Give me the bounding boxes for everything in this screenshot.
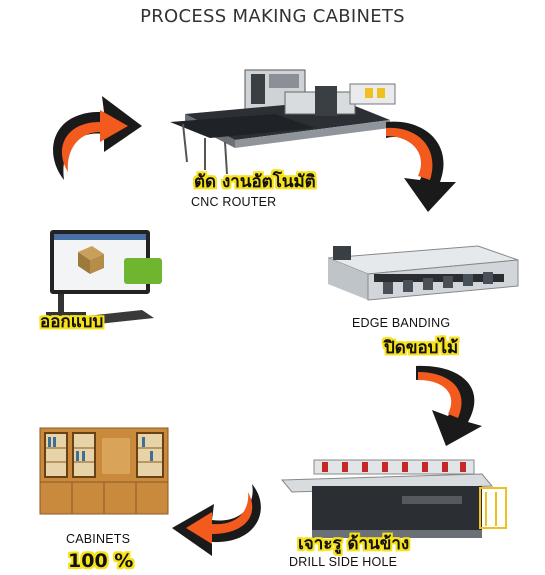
design-computer-image	[46, 230, 162, 326]
cnc-router-image	[170, 69, 396, 175]
cnc-thai-label: ตัด งานอัตโนมัติ	[194, 172, 316, 192]
drill-machine-image	[280, 459, 507, 538]
drill-side-hole-label: DRILL SIDE HOLE	[289, 555, 398, 569]
cnc-router-label: CNC ROUTER	[191, 195, 277, 209]
cabinets-percent-label: 100 %	[68, 550, 134, 572]
edge-banding-image	[327, 245, 519, 301]
flow-arrow-edge-to-drill	[416, 365, 482, 446]
diagram-title: PROCESS MAKING CABINETS	[140, 6, 405, 27]
flow-arrow-drill-to-cabinets	[172, 484, 261, 556]
cabinets-label: CABINETS	[66, 532, 131, 546]
flow-arrow-design-to-cnc	[53, 96, 143, 180]
cabinets-image	[39, 427, 169, 515]
drill-thai-label: เจาะรู ด้านข้าง	[298, 534, 410, 554]
flow-arrow-cnc-to-edge	[386, 121, 456, 212]
edge-banding-thai-label: ปิดขอบไม้	[384, 338, 459, 358]
design-thai-label: ออกแบบ	[40, 312, 104, 332]
edge-banding-label: EDGE BANDING	[352, 316, 451, 330]
